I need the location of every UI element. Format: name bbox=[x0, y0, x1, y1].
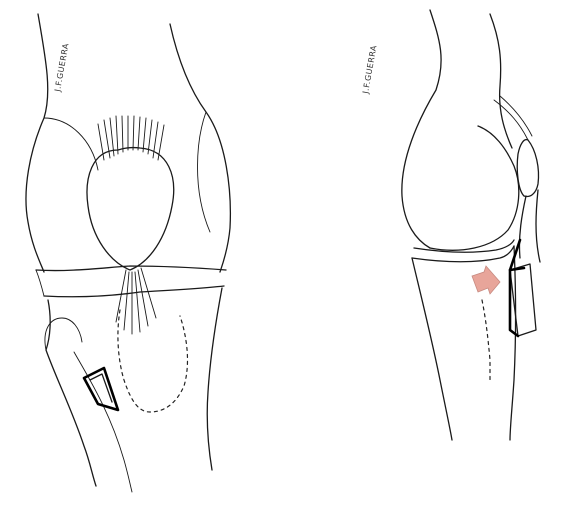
left-tibia-inner-line bbox=[74, 352, 132, 492]
left-signature: J.F.GUERRA bbox=[53, 42, 71, 93]
left-patella bbox=[87, 148, 174, 270]
left-patellar-tendon bbox=[116, 268, 156, 334]
right-joint-line-upper bbox=[414, 240, 514, 252]
left-condyle-inner-right bbox=[198, 112, 211, 232]
left-tibia-medial-edge bbox=[207, 288, 222, 470]
left-condyle-inner-left bbox=[44, 118, 98, 170]
right-joint-line-lower bbox=[412, 246, 514, 262]
right-tunnel-dashed bbox=[482, 300, 490, 380]
left-graft-wedge bbox=[84, 368, 118, 410]
right-femoral-condyle bbox=[430, 126, 519, 250]
left-tunnel-dashed bbox=[118, 310, 188, 412]
right-femur-back bbox=[490, 14, 512, 148]
right-patella bbox=[517, 140, 538, 197]
left-joint-line-lower bbox=[44, 286, 224, 297]
right-tibia-posterior bbox=[412, 258, 452, 440]
left-femur-outline-right bbox=[170, 24, 230, 272]
right-signature: J.F.GUERRA bbox=[361, 44, 379, 95]
right-patellar-tendon-front bbox=[536, 190, 540, 262]
left-femur-outline bbox=[26, 14, 48, 272]
left-tibia-lateral-edge bbox=[46, 300, 96, 486]
right-patellar-tendon-back bbox=[519, 196, 526, 258]
left-plateau-edge-left bbox=[36, 270, 44, 296]
left-knee-view: J.F.GUERRA bbox=[26, 14, 230, 492]
right-femur-front bbox=[402, 10, 441, 248]
right-graft-block bbox=[510, 240, 536, 336]
pink-arrow bbox=[472, 266, 500, 294]
right-knee-view: J.F.GUERRA bbox=[361, 10, 540, 440]
left-fibula-head bbox=[45, 318, 82, 350]
left-quad-tendon-hatching bbox=[98, 116, 164, 160]
